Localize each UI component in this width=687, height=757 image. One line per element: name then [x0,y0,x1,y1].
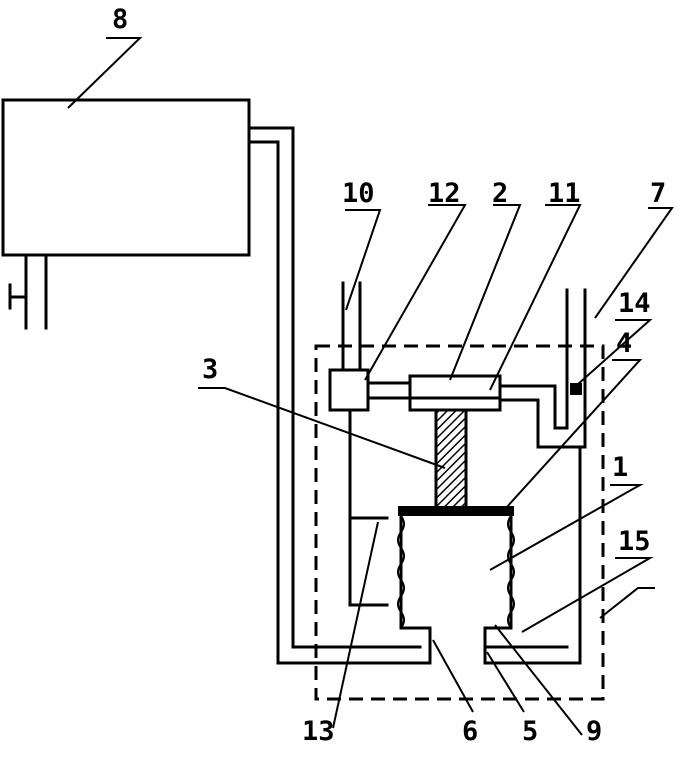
container-1 [397,445,582,665]
supply-pipe [247,126,432,665]
pipe-10 [341,281,362,372]
label-1: 1 [612,452,628,483]
enclosure-15 [314,344,605,701]
label-7: 7 [650,178,666,209]
sensor-14 [570,383,582,395]
label-4: 4 [616,328,632,359]
line-valve-to-13 [348,408,389,607]
label-11: 11 [548,178,581,209]
label-14: 14 [618,288,651,319]
label-8: 8 [112,4,128,35]
valve-12 [328,368,370,412]
label-10: 10 [342,178,375,209]
label-13: 13 [302,716,335,747]
label-12: 12 [428,178,461,209]
label-3: 3 [202,354,218,385]
tank-8 [1,98,251,330]
head-2 [408,374,502,412]
part-numbers: 8 10 12 2 11 7 14 3 4 1 15 13 6 5 9 [112,4,666,747]
plate-4 [398,506,514,516]
spring-3 [434,408,468,510]
label-9: 9 [586,716,602,747]
outlet-pipe-7 [498,288,587,449]
label-6: 6 [462,716,478,747]
label-2: 2 [492,178,508,209]
label-15: 15 [618,526,651,557]
leader-lines [67,37,674,736]
label-5: 5 [522,716,538,747]
